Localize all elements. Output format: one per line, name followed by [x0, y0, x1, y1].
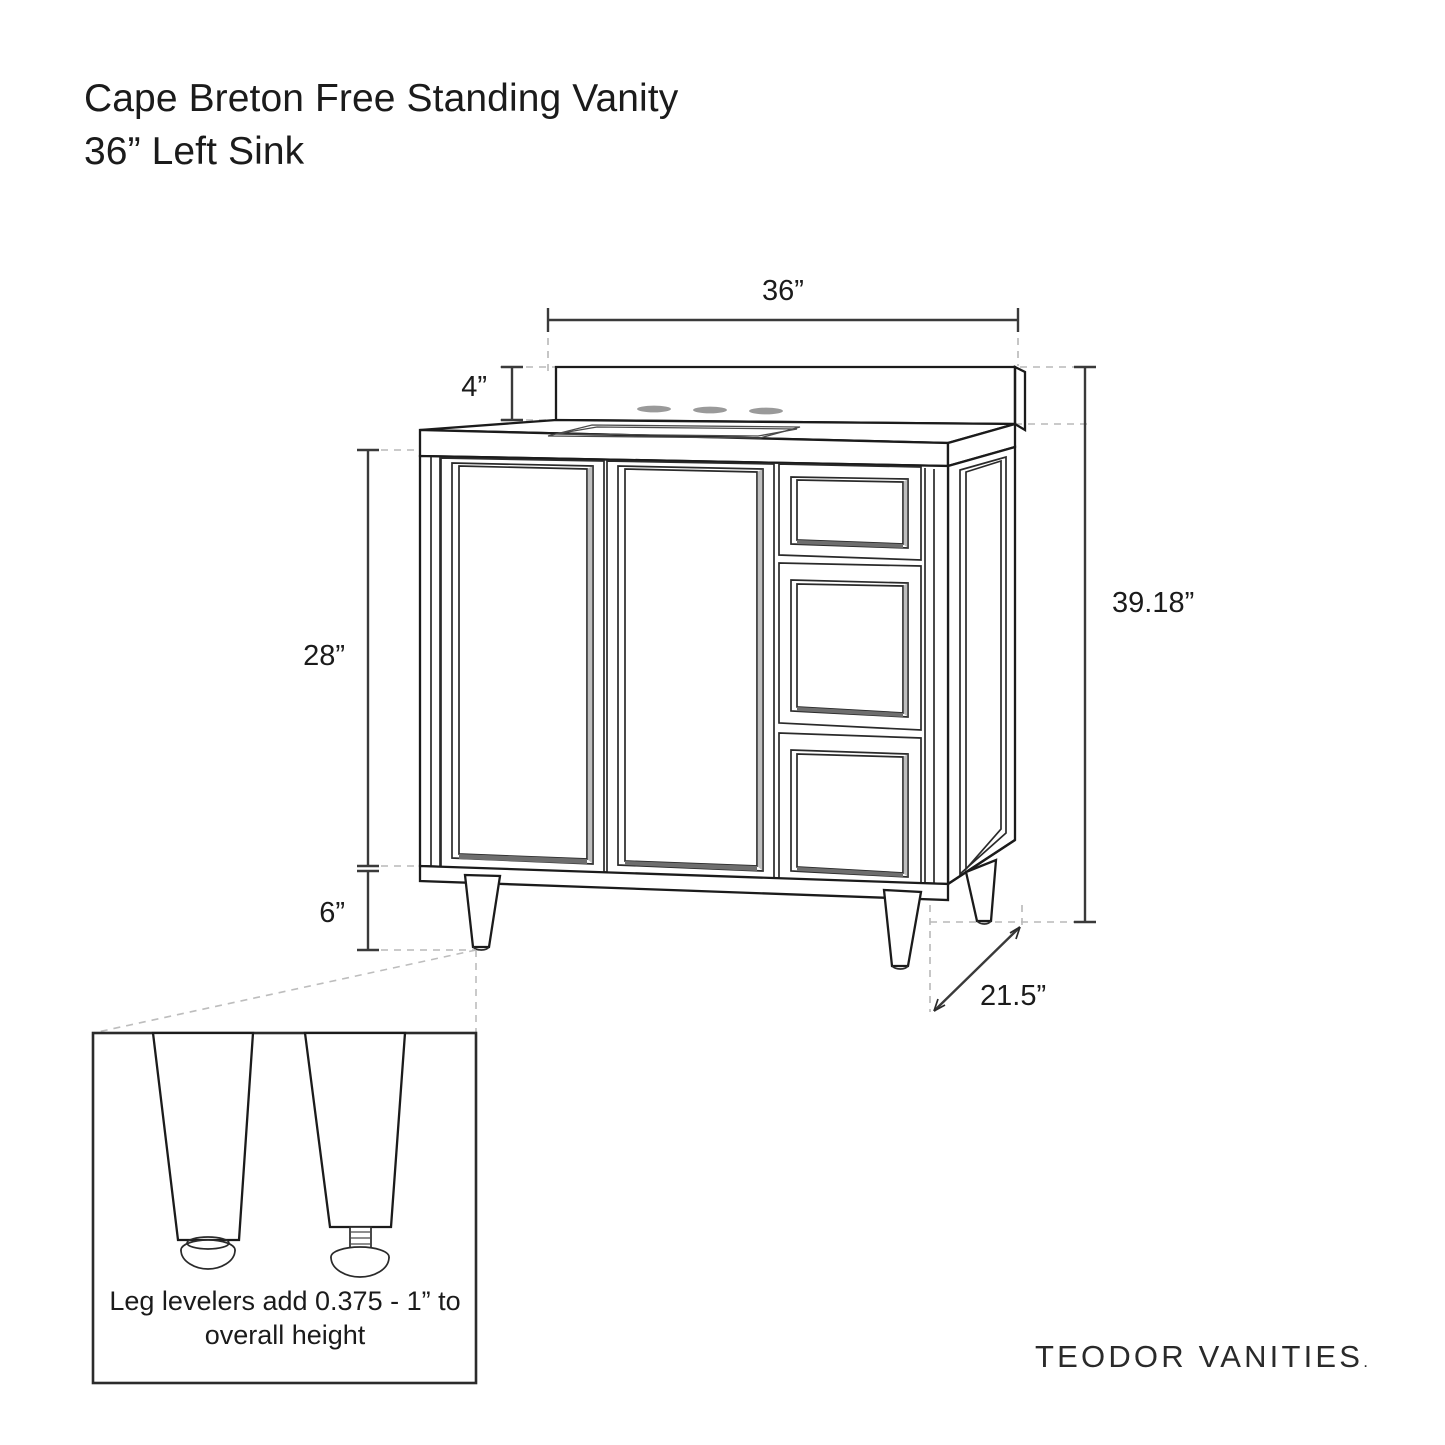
- sink-basin: [547, 405, 801, 439]
- cabinet-side-panel: [946, 445, 1017, 887]
- leg-back-right: [964, 858, 998, 925]
- cabinet-door-left[interactable]: [440, 457, 605, 876]
- drawer-stack: [778, 463, 935, 891]
- extension-lines: [368, 312, 1090, 1012]
- dimension-cabinet-height: 28”: [303, 448, 379, 868]
- cabinet-bottom-rail: [418, 864, 950, 902]
- detail-note-line-1: Leg levelers add 0.375 - 1” to: [109, 1286, 460, 1316]
- vanity-legs: [463, 858, 998, 970]
- page-title: Cape Breton Free Standing Vanity 36” Lef…: [84, 72, 844, 178]
- countertop: [418, 418, 1017, 468]
- brand-logo: TEODOR VANITIES.: [1035, 1339, 1368, 1375]
- dimension-backsplash-label: 4”: [461, 371, 487, 403]
- dimension-overall-height: 39.18”: [1074, 365, 1194, 924]
- dimension-depth: 21.5”: [933, 926, 1046, 1012]
- leg-leveler-detail-inset: Leg levelers add 0.375 - 1” to overall h…: [91, 1031, 478, 1385]
- drawer-bottom[interactable]: [778, 732, 922, 891]
- leg-front-left: [463, 873, 502, 951]
- title-line-1: Cape Breton Free Standing Vanity: [84, 77, 679, 120]
- drawer-middle[interactable]: [778, 562, 922, 731]
- cabinet-door-right[interactable]: [606, 460, 775, 883]
- dimension-cabinet-height-label: 28”: [303, 640, 345, 672]
- brand-name: TEODOR VANITIES: [1035, 1339, 1364, 1374]
- dimension-overall-height-label: 39.18”: [1112, 587, 1194, 619]
- dimension-leg-height-label: 6”: [319, 897, 345, 929]
- faucet-hole-center: [693, 406, 727, 414]
- title-line-2: 36” Left Sink: [84, 130, 305, 173]
- drawer-top[interactable]: [778, 463, 922, 561]
- dimension-backsplash: 4”: [461, 365, 523, 422]
- detail-leg-left: [151, 1031, 255, 1270]
- dimension-width-label: 36”: [762, 275, 804, 307]
- detail-inset-frame: [91, 1031, 478, 1385]
- dimension-width: 36”: [546, 275, 1020, 332]
- detail-leg-right: [303, 1031, 407, 1278]
- faucet-hole-right: [749, 407, 783, 415]
- dimension-leg-height: 6”: [319, 869, 379, 952]
- brand-mark: .: [1363, 1352, 1368, 1371]
- detail-callout-lines: [92, 949, 477, 1034]
- leg-front-right: [882, 888, 923, 970]
- dimension-depth-label: 21.5”: [980, 980, 1046, 1012]
- faucet-hole-left: [637, 405, 671, 413]
- detail-note-line-2: overall height: [205, 1320, 366, 1350]
